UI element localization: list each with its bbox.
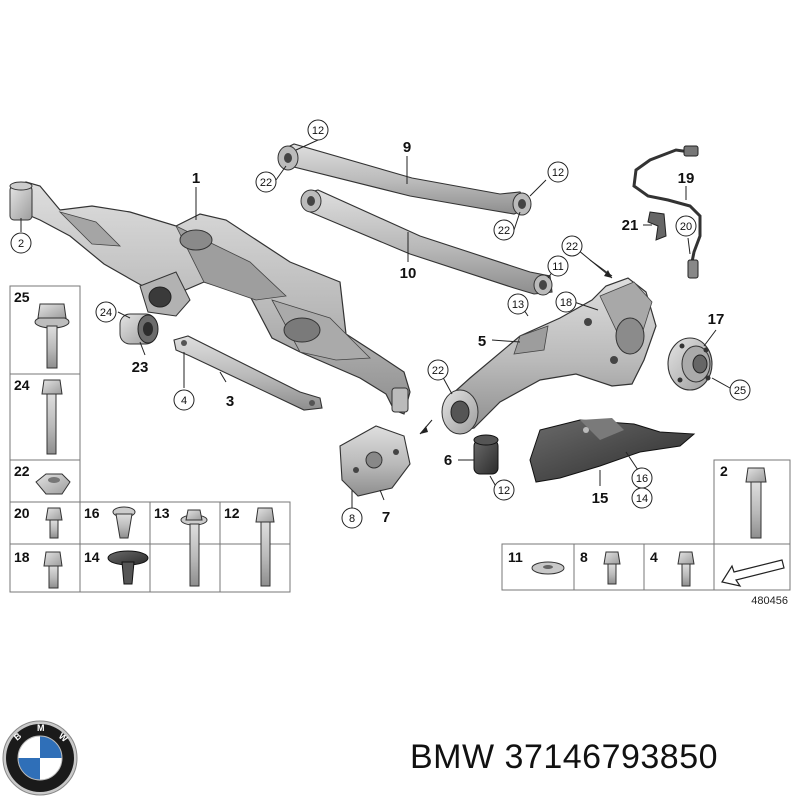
callout-15: 15 bbox=[592, 490, 609, 507]
callout-circle-14: 14 bbox=[636, 493, 648, 505]
grid-label-22: 22 bbox=[14, 463, 30, 479]
callout-5: 5 bbox=[478, 333, 486, 350]
callout-19: 19 bbox=[678, 170, 695, 187]
fastener-13 bbox=[180, 509, 208, 587]
grid-label-8: 8 bbox=[580, 549, 588, 565]
fastener-8 bbox=[603, 551, 621, 585]
bmw-logo: B M W bbox=[2, 720, 78, 796]
callout-17: 17 bbox=[708, 311, 725, 328]
arrowheads bbox=[420, 270, 612, 434]
fastener-20 bbox=[45, 507, 63, 539]
circled-callouts bbox=[10, 119, 751, 529]
control-arm-part-10 bbox=[300, 189, 553, 296]
callout-circle-22: 22 bbox=[498, 225, 510, 237]
grid-label-12: 12 bbox=[224, 505, 240, 521]
callout-circle-12: 12 bbox=[312, 125, 324, 137]
wheel-carrier-part-5 bbox=[441, 277, 657, 435]
callout-circle-22: 22 bbox=[566, 241, 578, 253]
fastener-22-nut bbox=[35, 473, 71, 495]
callout-circle-8: 8 bbox=[349, 513, 355, 525]
callout-circle-18: 18 bbox=[560, 297, 572, 309]
callout-21: 21 bbox=[622, 217, 639, 234]
grid-label-4: 4 bbox=[650, 549, 658, 565]
callout-6: 6 bbox=[444, 452, 452, 469]
part-caption: BMW 37146793850 bbox=[410, 738, 719, 776]
control-arm-part-9 bbox=[277, 143, 532, 216]
fastener-24 bbox=[41, 379, 63, 455]
abs-sensor-part-19 bbox=[632, 145, 702, 279]
subframe-part-1 bbox=[9, 181, 411, 415]
brace-part-3 bbox=[173, 335, 323, 411]
fastener-14 bbox=[107, 550, 149, 585]
bushing-part-6 bbox=[473, 434, 499, 475]
grid-label-16: 16 bbox=[84, 505, 100, 521]
callout-circle-11: 11 bbox=[552, 261, 563, 273]
callout-circle-20: 20 bbox=[680, 221, 692, 233]
fastener-25 bbox=[34, 303, 70, 369]
svg-text:B: B bbox=[12, 730, 24, 742]
bracket-part-7 bbox=[339, 425, 411, 497]
grid-label-20: 20 bbox=[14, 505, 30, 521]
fastener-grid-right bbox=[501, 459, 791, 591]
reference-number: 480456 bbox=[751, 595, 788, 607]
grid-label-11: 11 bbox=[508, 549, 523, 565]
callout-10: 10 bbox=[400, 265, 417, 282]
callout-circle-4: 4 bbox=[181, 395, 187, 407]
fastener-11-washer bbox=[531, 561, 565, 575]
callout-circle-12: 12 bbox=[498, 485, 510, 497]
callout-1: 1 bbox=[192, 170, 200, 187]
grid-label-14: 14 bbox=[84, 549, 100, 565]
callout-9: 9 bbox=[403, 139, 411, 156]
callout-circle-12: 12 bbox=[552, 167, 564, 179]
grid-label-24: 24 bbox=[14, 377, 30, 393]
grid-label-2: 2 bbox=[720, 463, 728, 479]
fastener-16 bbox=[112, 506, 136, 539]
bushing-part-23 bbox=[119, 313, 159, 345]
callout-7: 7 bbox=[382, 509, 390, 526]
grid-label-25: 25 bbox=[14, 289, 30, 305]
callout-circle-16: 16 bbox=[636, 473, 648, 485]
fastener-12 bbox=[255, 507, 275, 587]
wheel-hub-part-17 bbox=[667, 337, 713, 391]
callout-circle-2: 2 bbox=[18, 238, 24, 250]
grid-label-18: 18 bbox=[14, 549, 30, 565]
fastener-2 bbox=[745, 467, 767, 539]
callout-23: 23 bbox=[132, 359, 149, 376]
callout-circle-22: 22 bbox=[260, 177, 272, 189]
callout-3: 3 bbox=[226, 393, 234, 410]
fastener-18 bbox=[43, 551, 63, 589]
shield-part-15 bbox=[529, 418, 696, 483]
direction-arrow-icon bbox=[721, 559, 785, 587]
callout-circle-22: 22 bbox=[432, 365, 444, 377]
callout-circle-25: 25 bbox=[734, 385, 746, 397]
fastener-4 bbox=[677, 551, 695, 587]
clip-part-21 bbox=[647, 211, 667, 241]
callout-circle-13: 13 bbox=[512, 299, 524, 311]
svg-text:M: M bbox=[37, 723, 45, 733]
fastener-grid-left bbox=[9, 285, 291, 593]
leader-lines bbox=[20, 139, 731, 510]
callout-circle-24: 24 bbox=[100, 307, 112, 319]
grid-label-13: 13 bbox=[154, 505, 170, 521]
